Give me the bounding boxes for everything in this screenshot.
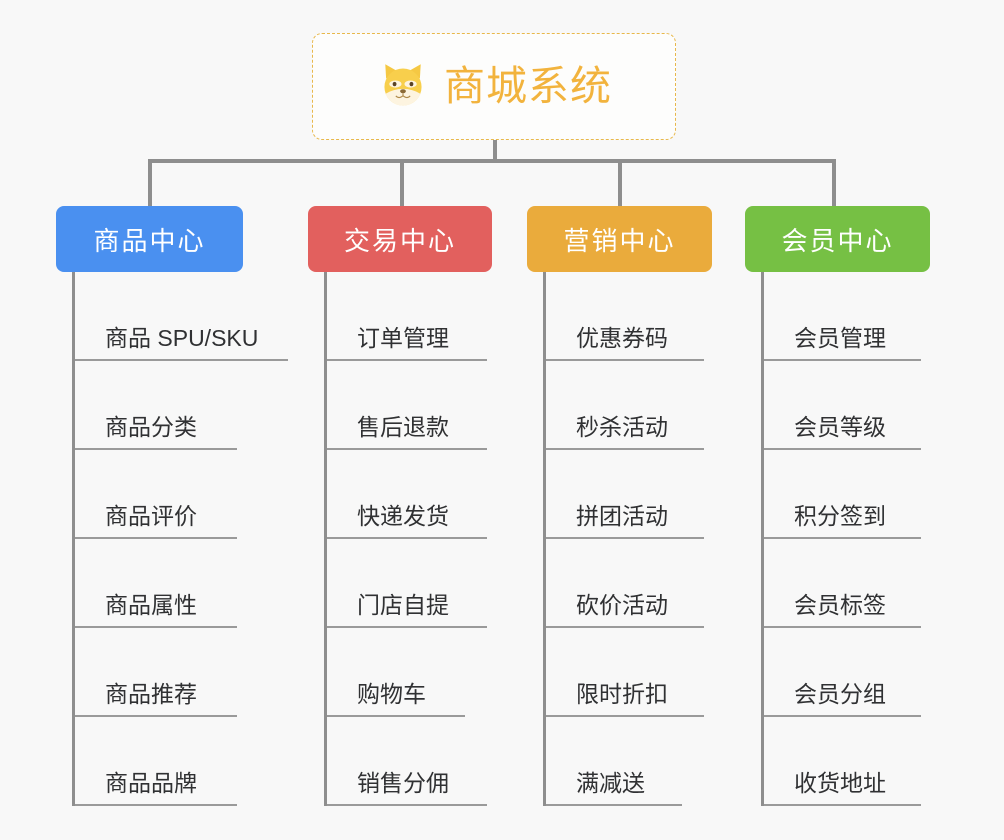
branch-product-center: 商品 SPU/SKU 商品分类 商品评价 商品属性 商品推荐 商品品牌 <box>72 272 288 806</box>
leaf-underline <box>546 537 704 539</box>
connector-drop-product-center <box>148 159 152 207</box>
leaf-label: 积分签到 <box>794 502 886 529</box>
leaf-label: 订单管理 <box>357 324 449 351</box>
column-marketing-center: 营销中心 优惠券码 秒杀活动 拼团活动 砍价活动 限时折扣 <box>527 206 712 806</box>
leaf-underline <box>327 626 487 628</box>
leaf-label: 商品 SPU/SKU <box>105 324 259 351</box>
root-title: 商城系统 <box>444 63 612 109</box>
leaf-label: 砍价活动 <box>576 591 668 618</box>
leaf-label: 快递发货 <box>357 502 449 529</box>
leaf-underline <box>546 448 704 450</box>
connector-drop-trade-center <box>400 159 404 207</box>
list-item[interactable]: 售后退款 <box>327 361 492 450</box>
list-item[interactable]: 会员分组 <box>764 628 930 717</box>
leaf-underline <box>327 448 487 450</box>
leaf-underline <box>75 537 237 539</box>
list-item[interactable]: 快递发货 <box>327 450 492 539</box>
leaf-underline <box>327 804 487 806</box>
branch-trade-center: 订单管理 售后退款 快递发货 门店自提 购物车 销售分佣 <box>324 272 492 806</box>
leaf-label: 购物车 <box>357 680 426 707</box>
leaf-label: 商品评价 <box>105 502 197 529</box>
leaf-underline <box>764 804 921 806</box>
column-product-center: 商品中心 商品 SPU/SKU 商品分类 商品评价 商品属性 商品推荐 <box>56 206 288 806</box>
leaf-label: 会员标签 <box>794 591 886 618</box>
connector-drop-marketing-center <box>618 159 622 207</box>
leaf-label: 销售分佣 <box>357 769 449 796</box>
leaf-label: 会员等级 <box>794 413 886 440</box>
leaf-label: 商品分类 <box>105 413 197 440</box>
leaf-underline <box>764 626 921 628</box>
root-node[interactable]: 商城系统 <box>312 33 676 140</box>
category-header-product-center[interactable]: 商品中心 <box>56 206 243 272</box>
list-item[interactable]: 商品品牌 <box>75 717 258 806</box>
leaf-label: 收货地址 <box>794 769 886 796</box>
connector-drop-member-center <box>832 159 836 207</box>
leaf-underline <box>75 448 237 450</box>
leaf-label: 售后退款 <box>357 413 449 440</box>
leaf-label: 商品推荐 <box>105 680 197 707</box>
connector-horizontal-bus <box>148 159 836 163</box>
leaf-label: 秒杀活动 <box>576 413 668 440</box>
leaf-underline <box>75 626 237 628</box>
list-item[interactable]: 收货地址 <box>764 717 930 806</box>
leaf-underline <box>764 715 921 717</box>
leaf-label: 拼团活动 <box>576 502 668 529</box>
leaf-underline <box>546 359 704 361</box>
list-item[interactable]: 积分签到 <box>764 450 930 539</box>
branch-marketing-center: 优惠券码 秒杀活动 拼团活动 砍价活动 限时折扣 满减送 <box>543 272 712 806</box>
list-item[interactable]: 秒杀活动 <box>546 361 712 450</box>
list-item[interactable]: 砍价活动 <box>546 539 712 628</box>
list-item[interactable]: 销售分佣 <box>327 717 492 806</box>
leaf-label: 商品品牌 <box>105 769 197 796</box>
list-item[interactable]: 优惠券码 <box>546 272 712 361</box>
list-item[interactable]: 会员管理 <box>764 272 930 361</box>
list-item[interactable]: 门店自提 <box>327 539 492 628</box>
leaf-underline <box>327 537 487 539</box>
branch-member-center: 会员管理 会员等级 积分签到 会员标签 会员分组 收货地址 <box>761 272 930 806</box>
leaf-underline <box>75 715 237 717</box>
leaf-underline <box>764 537 921 539</box>
leaf-underline <box>546 715 704 717</box>
leaf-label: 会员分组 <box>794 680 886 707</box>
category-header-marketing-center[interactable]: 营销中心 <box>527 206 712 272</box>
list-item[interactable]: 满减送 <box>546 717 712 806</box>
leaf-underline <box>75 359 288 361</box>
connector-root-stem <box>493 140 497 162</box>
list-item[interactable]: 商品推荐 <box>75 628 258 717</box>
category-header-trade-center[interactable]: 交易中心 <box>308 206 492 272</box>
leaf-underline <box>327 715 465 717</box>
shiba-dog-face-icon <box>376 60 430 114</box>
leaf-underline <box>764 448 921 450</box>
leaf-underline <box>764 359 921 361</box>
list-item[interactable]: 商品评价 <box>75 450 258 539</box>
list-item[interactable]: 商品分类 <box>75 361 258 450</box>
leaf-underline <box>327 359 487 361</box>
leaf-underline <box>546 626 704 628</box>
column-member-center: 会员中心 会员管理 会员等级 积分签到 会员标签 会员分组 <box>745 206 930 806</box>
list-item[interactable]: 商品 SPU/SKU <box>75 272 288 361</box>
leaf-label: 商品属性 <box>105 591 197 618</box>
leaf-label: 满减送 <box>576 769 645 796</box>
list-item[interactable]: 购物车 <box>327 628 492 717</box>
leaf-underline <box>546 804 682 806</box>
list-item[interactable]: 限时折扣 <box>546 628 712 717</box>
list-item[interactable]: 拼团活动 <box>546 450 712 539</box>
leaf-underline <box>75 804 237 806</box>
leaf-label: 优惠券码 <box>576 324 668 351</box>
leaf-label: 限时折扣 <box>576 680 668 707</box>
list-item[interactable]: 会员标签 <box>764 539 930 628</box>
list-item[interactable]: 会员等级 <box>764 361 930 450</box>
category-header-member-center[interactable]: 会员中心 <box>745 206 930 272</box>
list-item[interactable]: 订单管理 <box>327 272 492 361</box>
column-trade-center: 交易中心 订单管理 售后退款 快递发货 门店自提 购物车 <box>308 206 492 806</box>
list-item[interactable]: 商品属性 <box>75 539 258 628</box>
leaf-label: 会员管理 <box>794 324 886 351</box>
leaf-label: 门店自提 <box>357 591 449 618</box>
